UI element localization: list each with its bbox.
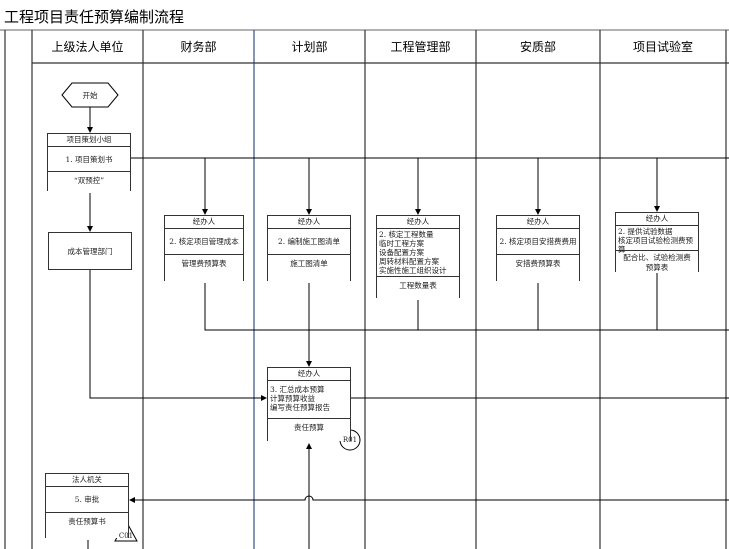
legal-approval-box[interactable]: 法人机关 5. 审批 责任预算书 xyxy=(45,473,129,538)
lane-header-superior: 上级法人单位 xyxy=(51,40,124,54)
box-doc: 安措费预算表 xyxy=(515,259,561,268)
box-body: 1. 项目策划书 xyxy=(48,147,130,172)
body-line: 2. 提供试验数据 xyxy=(618,227,673,236)
project-plan-box[interactable]: 项目策划小组 1. 项目策划书 “双预控” xyxy=(47,133,131,191)
box-doc: 管理费预算表 xyxy=(181,259,227,268)
body-line: 周转材料配置方案 xyxy=(379,257,439,266)
plan-box[interactable]: 经办人 2. 编制施工图清单 施工图清单 xyxy=(267,215,351,281)
box-doc: 责任预算 xyxy=(294,423,324,432)
box-body: 2. 核定项目安措费费用 xyxy=(497,229,579,255)
lane-dividers xyxy=(4,30,729,549)
box-body: 2. 核定项目管理成本 xyxy=(165,229,243,255)
body-line: 设备配置方案 xyxy=(379,248,424,257)
connector-r01-label: R01 xyxy=(342,436,358,444)
lane-header-safety: 安质部 xyxy=(519,40,556,54)
box-doc: 施工图清单 xyxy=(290,259,328,268)
start-shape xyxy=(61,82,119,108)
finance-box[interactable]: 经办人 2. 核定项目管理成本 管理费预算表 xyxy=(164,215,244,281)
lane-header-engineering: 工程管理部 xyxy=(390,40,451,54)
engineering-box[interactable]: 经办人 2. 核定工程数量 临时工程方案 设备配置方案 周转材料配置方案 实施性… xyxy=(376,215,460,298)
lane-header-planning: 计划部 xyxy=(291,40,328,54)
lane-header-lab: 项目试验室 xyxy=(632,40,693,54)
lab-box[interactable]: 经办人 2. 提供试验数据 核定项目试验检测费预算 配合比、试验检测费预算表 xyxy=(615,212,699,272)
start-label: 开始 xyxy=(82,91,98,100)
box-doc: “双预控” xyxy=(73,176,105,185)
summary-box[interactable]: 经办人 3. 汇总成本预算 计算预算收益 编写责任预算报告 责任预算 xyxy=(267,367,351,441)
box-header: 经办人 xyxy=(268,368,350,381)
box-header: 经办人 xyxy=(377,216,459,229)
box-header: 经办人 xyxy=(165,216,243,229)
body-line: 2. 核定工程数量 xyxy=(379,230,434,239)
connector-c01-label: C01 xyxy=(118,532,134,540)
box-doc: 责任预算书 xyxy=(68,517,106,526)
box-doc: 工程数量表 xyxy=(399,281,437,290)
body-line: 实施性施工组织设计 xyxy=(379,266,447,275)
page-title: 工程项目责任预算编制流程 xyxy=(4,8,185,26)
body-line: 编写责任预算报告 xyxy=(270,403,330,412)
box-body: 2. 编制施工图清单 xyxy=(268,229,350,255)
box-header: 经办人 xyxy=(497,216,579,229)
box-header: 法人机关 xyxy=(46,474,128,487)
box-header: 项目策划小组 xyxy=(48,134,130,147)
box-header: 经办人 xyxy=(616,213,698,226)
body-line: 核定项目试验检测费预算 xyxy=(618,236,693,254)
box-doc: 配合比、试验检测费预算表 xyxy=(623,253,691,272)
safety-box[interactable]: 经办人 2. 核定项目安措费费用 安措费预算表 xyxy=(496,215,580,281)
body-line: 计算预算收益 xyxy=(270,394,315,403)
cost-dept-box[interactable]: 成本管理部门 xyxy=(48,232,132,270)
body-line: 临时工程方案 xyxy=(379,239,424,248)
box-body: 5. 审批 xyxy=(46,487,128,513)
body-line: 3. 汇总成本预算 xyxy=(270,385,325,394)
lane-header-finance: 财务部 xyxy=(180,40,217,54)
box-header: 经办人 xyxy=(268,216,350,229)
